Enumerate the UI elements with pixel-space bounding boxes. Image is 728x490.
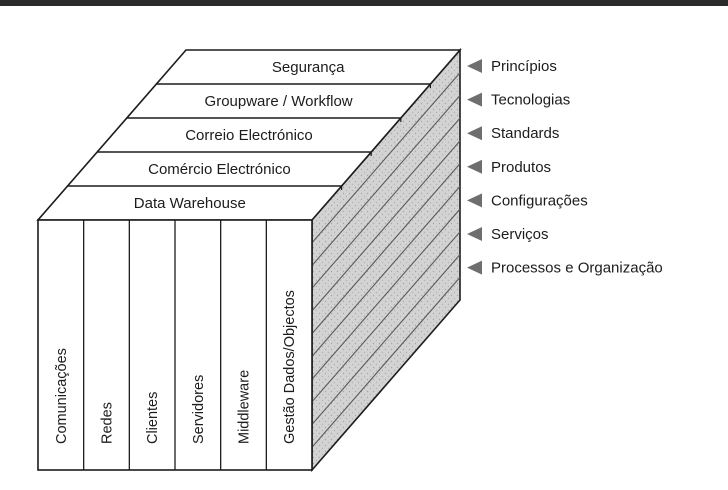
legend-item: Configurações (467, 192, 588, 209)
side-layer-line (311, 163, 461, 334)
triangle-left-icon (467, 227, 482, 241)
top-layer-label: Groupware / Workflow (205, 93, 353, 110)
top-face-layer-dividers (67, 83, 431, 187)
side-layer-line (311, 186, 461, 357)
front-column-label: Redes (100, 402, 116, 444)
legend-label: Serviços (491, 226, 549, 243)
triangle-left-icon (467, 92, 482, 107)
top-layer-label: Comércio Electrónico (148, 161, 291, 178)
side-layer-line (311, 208, 461, 380)
side-layer-line (311, 72, 461, 244)
top-layer-label: Correio Electrónico (185, 127, 313, 144)
triangle-left-icon (467, 59, 482, 73)
front-face-column-dividers (83, 220, 267, 470)
side-layer-line (311, 95, 461, 266)
legend-item: Processos e Organização (467, 260, 663, 277)
side-layer-line (311, 117, 461, 289)
top-layer-label: Data Warehouse (134, 195, 246, 212)
legend-item: Princípios (467, 58, 557, 75)
legend-label: Standards (491, 125, 559, 142)
legend-label: Configurações (491, 192, 588, 209)
side-layer-line (311, 276, 461, 448)
front-column-label: Gestão Dados/Objectos (282, 290, 298, 444)
top-border (0, 0, 728, 6)
legend-item: Serviços (467, 226, 549, 243)
top-layer-label: Segurança (272, 59, 345, 76)
side-layer-line (311, 140, 461, 312)
side-layer-line (311, 231, 461, 403)
legend-item: Produtos (467, 159, 551, 176)
triangle-left-icon (467, 159, 482, 174)
triangle-left-icon (467, 260, 482, 275)
side-layer-line (311, 254, 461, 425)
triangle-left-icon (467, 193, 482, 208)
legend-label: Produtos (491, 159, 551, 176)
legend-label: Princípios (491, 58, 557, 75)
legend-item: Tecnologias (467, 92, 570, 109)
legend-label: Processos e Organização (491, 260, 663, 277)
front-column-label: Middleware (237, 370, 253, 444)
legend-label: Tecnologias (491, 92, 570, 109)
legend-item: Standards (467, 125, 559, 142)
front-column-label: Comunicações (54, 348, 70, 444)
front-column-label: Servidores (191, 375, 207, 444)
triangle-left-icon (467, 126, 482, 141)
front-column-label: Clientes (145, 392, 161, 444)
